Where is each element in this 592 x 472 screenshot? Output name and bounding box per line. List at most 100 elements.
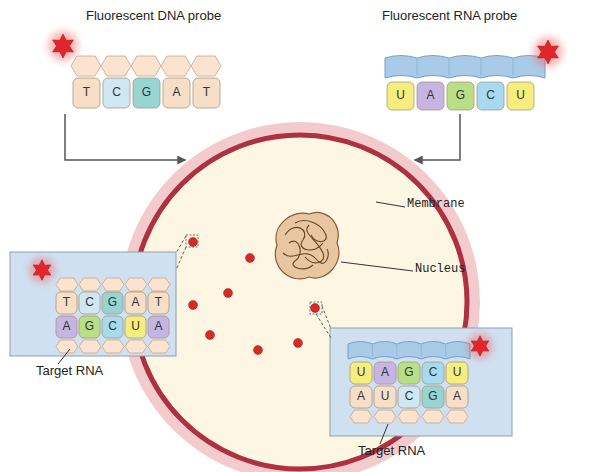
- nucleotide-letter: C: [422, 362, 444, 384]
- nucleotide-letter: C: [398, 386, 420, 408]
- zoom-marker: [310, 302, 322, 314]
- nucleotide-letter: A: [350, 386, 372, 408]
- process-arrow: [415, 114, 460, 160]
- fluor-star: [53, 34, 74, 58]
- nucleotide-letter: U: [507, 82, 534, 110]
- nucleotide-tile: [56, 316, 77, 338]
- fluor-glow: [48, 31, 78, 61]
- chromatin-scribble: [295, 221, 326, 242]
- nucleotide-letter: U: [374, 386, 396, 408]
- backbone-divider: [372, 345, 373, 356]
- fluor-glow: [29, 257, 55, 283]
- nucleotide-letter: A: [417, 82, 444, 110]
- backbone-unit: [148, 278, 170, 291]
- nucleotide-tile: [148, 292, 169, 314]
- nucleotide-letter: C: [477, 82, 504, 110]
- backbone-unit: [161, 56, 191, 76]
- backbone-divider: [513, 59, 514, 75]
- nucleotide-tile: [350, 386, 372, 408]
- nucleotide-letter: U: [125, 316, 146, 338]
- zoom-guide-line: [316, 314, 331, 338]
- fluor-glow: [533, 37, 563, 67]
- backbone-unit: [79, 278, 101, 291]
- nucleotide-tile: [102, 316, 123, 338]
- nucleotide-letter: A: [148, 316, 169, 338]
- backbone-divider: [481, 59, 482, 75]
- backbone-unit: [102, 278, 124, 291]
- fluor-star: [33, 260, 51, 280]
- nucleotide-tile: [125, 316, 146, 338]
- nucleus-blob: Nucleus: [265, 205, 345, 285]
- backbone-unit: [102, 340, 124, 353]
- nucleotide-letter: T: [56, 292, 77, 314]
- backbone-divider: [445, 345, 446, 356]
- nucleotide-letter: C: [79, 292, 100, 314]
- nucleotide-tile: [447, 82, 474, 110]
- chromatin-scribble: [285, 227, 323, 250]
- chromatin-scribble: [289, 241, 313, 269]
- fluorescent-spot: [224, 289, 233, 298]
- fluorescent-spot: [294, 339, 303, 348]
- nucleotide-letter: G: [79, 316, 100, 338]
- backbone-unit: [398, 410, 420, 423]
- nucleotide-letter: U: [350, 362, 372, 384]
- nucleotide-tile: [133, 78, 160, 108]
- nucleotide-tile: [374, 362, 396, 384]
- inset-box: [330, 328, 512, 436]
- leader-line: [376, 202, 405, 207]
- nucleotide-tile: [507, 82, 534, 110]
- nucleotide-tile: [387, 82, 414, 110]
- chromatin-scribble: [305, 225, 324, 263]
- backbone-unit: [125, 340, 147, 353]
- nucleotide-tile: [350, 362, 372, 384]
- backbone-unit: [446, 410, 468, 423]
- fluor-star: [538, 40, 559, 64]
- structure-label: Membrane: [407, 198, 479, 214]
- leader-line: [341, 262, 413, 271]
- nucleotide-letter: U: [387, 82, 414, 110]
- nucleotide-tile: [477, 82, 504, 110]
- backbone-unit: [79, 340, 101, 353]
- nucleotide-tile: [417, 82, 444, 110]
- backbone-unit: [101, 56, 131, 76]
- backbone-unit: [131, 56, 161, 76]
- rna-probe: Fluorescent RNA probeUAGCU: [370, 6, 570, 114]
- nucleotide-letter: C: [102, 316, 123, 338]
- nucleotide-letter: A: [125, 292, 146, 314]
- target-label: Target RNA: [358, 444, 458, 460]
- backbone-divider: [449, 59, 450, 75]
- backbone-divider: [396, 345, 397, 356]
- nucleotide-tile: [148, 316, 169, 338]
- leader-line: [58, 349, 70, 364]
- fluorescent-spot: [246, 254, 255, 263]
- nucleotide-tile: [163, 78, 190, 108]
- nucleotide-tile: [398, 362, 420, 384]
- nucleotide-letter: T: [73, 78, 100, 108]
- nucleotide-letter: G: [447, 82, 474, 110]
- nucleotide-letter: G: [102, 292, 123, 314]
- backbone-divider: [421, 345, 422, 356]
- probe-title: Fluorescent RNA probe: [382, 9, 557, 27]
- nucleotide-letter: T: [193, 78, 220, 108]
- zoom-guide-line: [176, 247, 186, 270]
- inset-box: [10, 252, 176, 356]
- nucleotide-tile: [125, 292, 146, 314]
- fluor-glow: [467, 333, 493, 359]
- fluorescent-spot: [206, 331, 215, 340]
- backbone-unit: [125, 278, 147, 291]
- nucleotide-tile: [193, 78, 220, 108]
- backbone-unit: [148, 340, 170, 353]
- nucleotide-tile: [446, 362, 468, 384]
- nucleotide-letter: G: [398, 362, 420, 384]
- backbone-unit: [71, 56, 101, 76]
- nucleotide-tile: [79, 316, 100, 338]
- nucleotide-letter: T: [148, 292, 169, 314]
- nucleotide-tile: [374, 386, 396, 408]
- leader-line: [380, 424, 388, 444]
- fluorescent-spot: [189, 238, 198, 247]
- nucleotide-tile: [73, 78, 100, 108]
- zoom-marker: [186, 235, 198, 247]
- fluorescent-spot: [189, 301, 198, 310]
- zoom-guide-line: [176, 236, 186, 253]
